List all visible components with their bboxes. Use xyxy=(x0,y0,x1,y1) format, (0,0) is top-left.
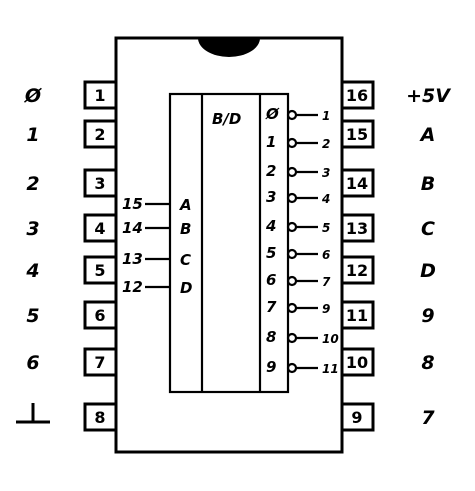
right-pin-number-9: 9 xyxy=(351,408,362,427)
output-bubble-6 xyxy=(286,275,298,287)
decoder-title: B/D xyxy=(212,110,241,128)
left-label-ground: ⊥ xyxy=(24,407,41,429)
right-label-0: +5V xyxy=(406,85,451,107)
output-bubble-2 xyxy=(286,166,298,178)
output-bubble-1 xyxy=(286,137,298,149)
left-pin-number-4: 4 xyxy=(94,219,105,238)
output-pin-number-1: 1 xyxy=(322,109,330,123)
right-pin-box-16 xyxy=(340,80,375,110)
left-label-4: 4 xyxy=(25,260,39,282)
input-pin-number-13: 13 xyxy=(122,250,143,268)
left-pin-box-5 xyxy=(83,255,118,285)
right-pin-box-14 xyxy=(340,168,375,198)
input-pin-number-12: 12 xyxy=(122,278,143,296)
output-bubble-3 xyxy=(286,192,298,204)
output-digit-2: 2 xyxy=(266,162,276,180)
output-digit-3: 3 xyxy=(266,188,276,206)
output-pin-number-11: 11 xyxy=(322,362,339,376)
left-pin-box-3 xyxy=(83,168,118,198)
output-pin-number-3: 3 xyxy=(322,166,330,180)
right-pin-box-9 xyxy=(340,402,375,432)
left-label-3: 3 xyxy=(26,218,39,240)
right-pin-number-14: 14 xyxy=(346,174,368,193)
output-pin-number-4: 4 xyxy=(321,192,330,206)
right-label-6: 8 xyxy=(421,352,434,374)
output-pin-number-7: 7 xyxy=(322,275,331,289)
output-pin-number-6: 6 xyxy=(322,248,330,262)
output-digit-1: 1 xyxy=(266,133,276,151)
right-pin-box-13 xyxy=(340,213,375,243)
right-pin-number-11: 11 xyxy=(346,306,368,325)
right-pin-box-12 xyxy=(340,255,375,285)
output-digit-6: 6 xyxy=(266,271,276,289)
output-pin-number-5: 5 xyxy=(322,221,330,235)
left-pin-box-7 xyxy=(83,347,118,377)
input-pin-number-14: 14 xyxy=(122,219,143,237)
output-digit-0: Ø xyxy=(265,105,280,123)
chip-notch xyxy=(198,38,260,57)
left-label-6: 6 xyxy=(26,352,39,374)
output-bubble-5 xyxy=(286,248,298,260)
right-pin-number-15: 15 xyxy=(346,125,368,144)
input-letter-B: B xyxy=(180,220,191,238)
left-pin-box-6 xyxy=(83,300,118,330)
right-label-2: B xyxy=(421,173,435,195)
right-pin-box-10 xyxy=(340,347,375,377)
output-bubble-0 xyxy=(286,109,298,121)
decoder-block xyxy=(168,92,290,394)
left-pin-box-4 xyxy=(83,213,118,243)
input-letter-C: C xyxy=(180,251,191,269)
left-label-5: 5 xyxy=(26,305,39,327)
left-label-1: 1 xyxy=(26,124,39,146)
left-pin-box-1 xyxy=(83,80,118,110)
right-label-1: A xyxy=(419,124,436,146)
right-label-3: C xyxy=(421,218,435,240)
right-pin-number-13: 13 xyxy=(346,219,368,238)
output-pin-number-10: 10 xyxy=(322,332,339,346)
right-label-4: D xyxy=(420,260,436,282)
output-bubble-4 xyxy=(286,221,298,233)
left-pin-box-2 xyxy=(83,119,118,149)
left-pin-number-3: 3 xyxy=(94,174,105,193)
left-pin-number-2: 2 xyxy=(94,125,105,144)
output-digit-5: 5 xyxy=(266,244,276,262)
input-pin-number-15: 15 xyxy=(122,195,143,213)
right-label-7: 7 xyxy=(421,407,435,429)
input-letter-A: A xyxy=(179,196,192,214)
output-pin-number-9: 9 xyxy=(322,302,330,316)
left-label-0: Ø xyxy=(24,85,43,107)
output-bubble-9 xyxy=(286,362,298,374)
output-digit-8: 8 xyxy=(266,328,276,346)
left-pin-number-7: 7 xyxy=(94,353,105,372)
output-digit-4: 4 xyxy=(265,217,276,235)
right-pin-box-15 xyxy=(340,119,375,149)
left-pin-number-1: 1 xyxy=(94,86,105,105)
left-label-2: 2 xyxy=(26,173,39,195)
left-pin-box-8 xyxy=(83,402,118,432)
output-bubble-8 xyxy=(286,332,298,344)
output-digit-9: 9 xyxy=(266,358,276,376)
left-pin-number-5: 5 xyxy=(94,261,105,280)
output-bubble-7 xyxy=(286,302,298,314)
output-digit-7: 7 xyxy=(266,298,277,316)
right-pin-number-16: 16 xyxy=(346,86,368,105)
right-pin-number-12: 12 xyxy=(346,261,368,280)
right-label-5: 9 xyxy=(421,305,434,327)
right-pin-number-10: 10 xyxy=(346,353,368,372)
output-pin-number-2: 2 xyxy=(322,137,330,151)
left-pin-number-8: 8 xyxy=(94,408,105,427)
chip-body xyxy=(114,36,344,454)
left-pin-number-6: 6 xyxy=(94,306,105,325)
right-pin-box-11 xyxy=(340,300,375,330)
input-letter-D: D xyxy=(180,279,192,297)
